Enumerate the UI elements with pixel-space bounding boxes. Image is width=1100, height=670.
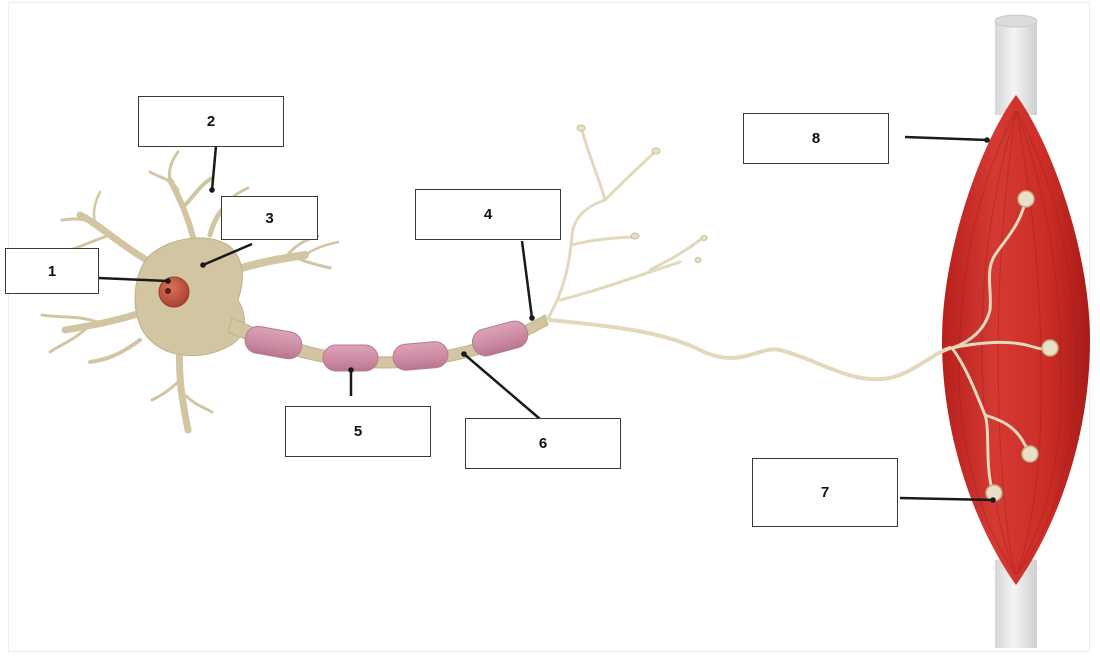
leader-line-3 <box>202 242 253 267</box>
muscle <box>942 14 1090 648</box>
label-box-7[interactable]: 7 <box>752 458 898 527</box>
label-box-4[interactable]: 4 <box>415 189 561 240</box>
leader-line-7 <box>899 496 994 502</box>
label-box-2[interactable]: 2 <box>138 96 284 147</box>
muscle-belly <box>942 95 1090 585</box>
neuromuscular-junctions <box>985 190 1059 502</box>
leader-line-6 <box>463 353 541 420</box>
label-1-text: 1 <box>47 262 57 280</box>
myelin-segment <box>244 325 303 360</box>
nucleus <box>158 276 190 308</box>
label-2-text: 2 <box>206 113 216 130</box>
leader-line-8 <box>904 135 988 142</box>
label-5-text: 5 <box>353 423 363 440</box>
label-4-text: 4 <box>483 206 493 223</box>
label-7-text: 7 <box>820 484 830 501</box>
label-3-text: 3 <box>265 209 274 227</box>
label-box-6[interactable]: 6 <box>465 418 621 469</box>
leader-line-2 <box>210 145 218 191</box>
label-box-1[interactable]: 1 <box>5 248 99 294</box>
label-box-5[interactable]: 5 <box>285 406 431 457</box>
label-box-8[interactable]: 8 <box>743 113 889 164</box>
upper-terminal-knobs <box>576 124 708 263</box>
muscle-striations <box>958 109 1077 576</box>
myelin-segment <box>472 320 529 357</box>
myelin-segment <box>322 344 379 372</box>
myelin-segment <box>392 341 449 371</box>
nucleolus <box>165 288 171 294</box>
label-6-text: 6 <box>538 435 548 452</box>
leader-line-4 <box>520 240 534 319</box>
upper-tendon-top <box>994 14 1038 28</box>
leader-lines <box>97 135 994 502</box>
label-box-3[interactable]: 3 <box>221 196 318 240</box>
myelin-sheath <box>244 320 529 372</box>
leader-line-1 <box>97 276 169 283</box>
axon-terminal-branches <box>546 128 702 320</box>
label-8-text: 8 <box>811 130 821 147</box>
leader-dots <box>165 137 996 503</box>
